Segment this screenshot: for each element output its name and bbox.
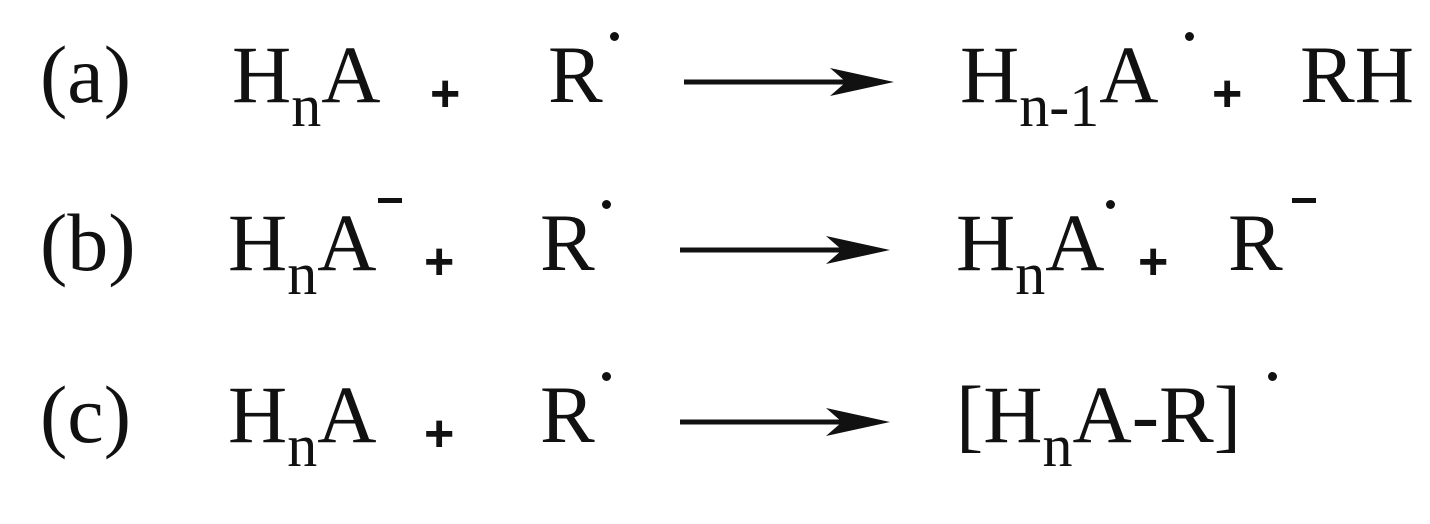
minus-charge: [1292, 198, 1316, 203]
radical-r: R: [540, 372, 611, 456]
reaction-arrow: [680, 236, 890, 264]
minus-charge: [378, 198, 402, 203]
radical-dot: [602, 372, 611, 381]
reaction-arrow: [684, 68, 894, 96]
reaction-a: (a) HnA + R Hn-1A + RH: [0, 28, 1430, 148]
plus-sign: +: [1138, 233, 1169, 291]
reactant-hna-anion: HnA: [228, 198, 402, 304]
radical-dot: [610, 32, 619, 41]
radical-dot: [1106, 200, 1115, 209]
radical-r: R: [548, 32, 619, 116]
plus-sign: +: [424, 405, 455, 463]
plus-sign: +: [1212, 65, 1243, 123]
reaction-label: (c): [40, 369, 132, 460]
reaction-arrow: [680, 408, 890, 436]
plus-sign: +: [430, 65, 461, 123]
reaction-label: (a): [40, 29, 132, 120]
product-rh: RH: [1300, 29, 1414, 120]
reaction-label: (b): [40, 197, 136, 288]
plus-sign: +: [424, 233, 455, 291]
radical-dot: [602, 200, 611, 209]
product-hna-radical: HnA: [956, 200, 1115, 304]
reactant-hna: HnA: [232, 29, 381, 139]
radical-dot: [1185, 32, 1194, 41]
reaction-c: (c) HnA + R [HnA-R]: [0, 368, 1430, 488]
product-r-anion: R: [1228, 198, 1316, 284]
reactant-hna: HnA: [228, 369, 377, 479]
radical-dot: [1268, 372, 1277, 381]
reaction-b: (b) HnA + R HnA + R: [0, 196, 1430, 316]
radical-r: R: [540, 200, 611, 284]
product-hn1a-radical: Hn-1A: [960, 32, 1194, 136]
product-adduct-radical: [HnA-R]: [956, 372, 1277, 476]
